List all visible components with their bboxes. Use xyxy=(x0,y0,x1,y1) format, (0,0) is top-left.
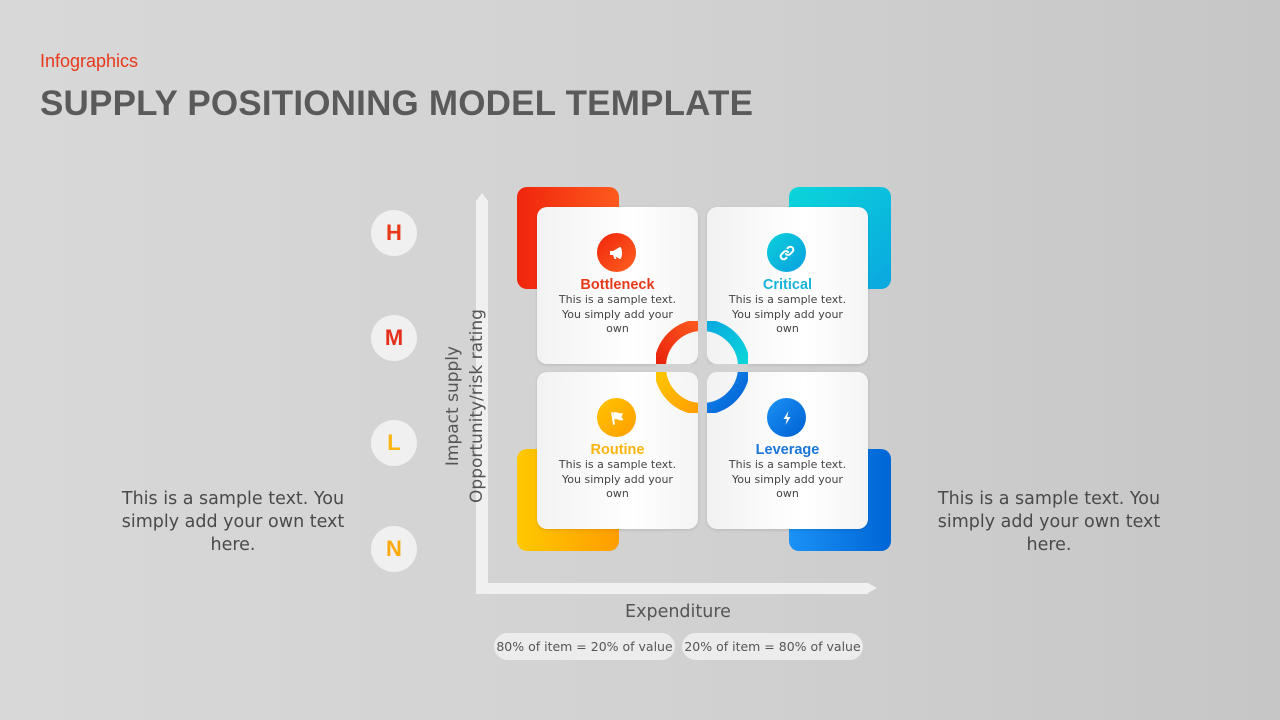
x-axis xyxy=(476,583,868,594)
center-ring xyxy=(656,321,748,413)
x-axis-arrow xyxy=(868,583,877,593)
flag-icon xyxy=(597,398,636,437)
quadrant-card-bottleneck: Bottleneck This is a sample text. You si… xyxy=(537,207,698,364)
y-axis-label-line2: Opportunity/risk rating xyxy=(467,309,487,503)
y-axis xyxy=(476,200,488,594)
y-axis-label: Impact supply Opportunity/risk rating xyxy=(441,241,489,571)
megaphone-icon xyxy=(597,233,636,272)
level-none-marker: N xyxy=(371,526,417,572)
page-title: SUPPLY POSITIONING MODEL TEMPLATE xyxy=(40,84,754,123)
x-note-pill: 80% of item = 20% of value xyxy=(494,633,675,660)
quadrant-title: Routine xyxy=(590,442,645,458)
quadrant-title: Critical xyxy=(762,277,813,293)
link-icon xyxy=(767,233,806,272)
y-axis-arrow xyxy=(476,193,488,201)
level-low-marker: L xyxy=(371,420,417,466)
quadrant-description: This is a sample text. You simply add yo… xyxy=(558,293,677,335)
level-medium-marker: M xyxy=(371,315,417,361)
quadrant-description: This is a sample text. You simply add yo… xyxy=(728,293,847,335)
quadrant-title: Leverage xyxy=(755,442,820,458)
quadrant-description: This is a sample text. You simply add yo… xyxy=(558,458,677,500)
lightning-icon xyxy=(767,398,806,437)
x-axis-label: Expenditure xyxy=(625,602,731,622)
quadrant-card-routine: Routine This is a sample text. You simpl… xyxy=(537,372,698,529)
left-description: This is a sample text. You simply add yo… xyxy=(121,489,345,555)
x-note-pill: 20% of item = 80% of value xyxy=(682,633,863,660)
level-high-marker: H xyxy=(371,210,417,256)
y-axis-label-line1: Impact supply xyxy=(443,345,463,467)
quadrant-title: Bottleneck xyxy=(580,277,655,293)
subtitle: Infographics xyxy=(40,51,139,71)
right-description: This is a sample text. You simply add yo… xyxy=(937,489,1161,555)
quadrant-description: This is a sample text. You simply add yo… xyxy=(728,458,847,500)
